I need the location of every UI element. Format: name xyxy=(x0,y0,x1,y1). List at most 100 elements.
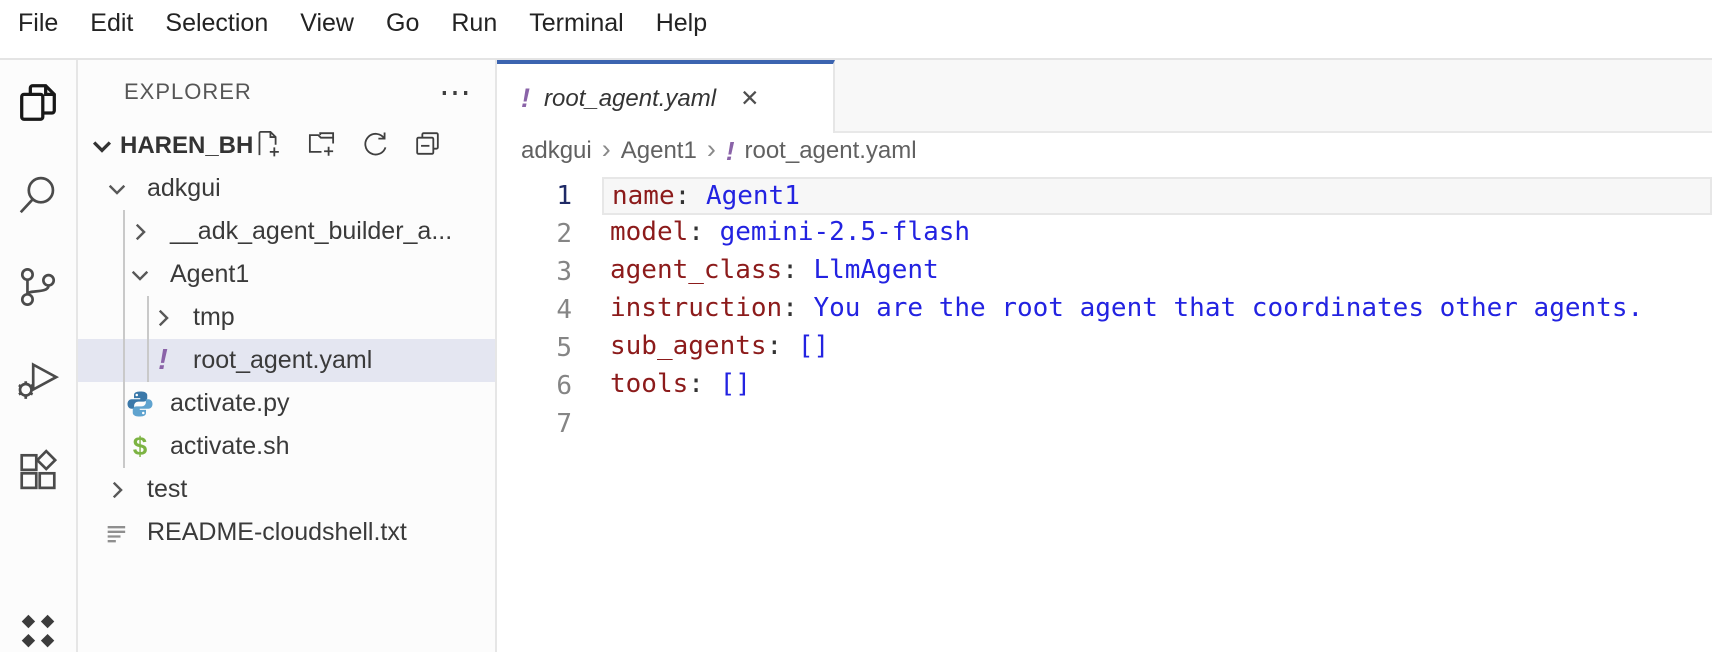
menu-help[interactable]: Help xyxy=(655,9,708,37)
code-line-content: model: gemini-2.5-flash xyxy=(602,215,1712,253)
code-line-7[interactable]: 7 xyxy=(497,405,1712,443)
yaml-colon: : xyxy=(782,255,814,285)
code-line-content: name: Agent1 xyxy=(602,177,1712,215)
activity-bar xyxy=(0,60,78,652)
yaml-value: You are the root agent that coordinates … xyxy=(813,293,1644,323)
code-line-2[interactable]: 2 model: gemini-2.5-flash xyxy=(497,215,1712,253)
breadcrumb-item-root-agent-yaml[interactable]: ! root_agent.yaml xyxy=(726,136,917,167)
chevron-right-icon xyxy=(100,473,134,507)
yaml-key: name xyxy=(612,181,675,211)
yaml-colon: : xyxy=(688,369,720,399)
sidebar-header: EXPLORER ⋯ xyxy=(78,60,495,124)
new-folder-button[interactable] xyxy=(306,128,337,164)
chevron-right-icon xyxy=(146,301,180,335)
run-debug-icon xyxy=(15,356,61,407)
yaml-value: gemini-2.5-flash xyxy=(719,217,971,247)
editor-group: ! root_agent.yaml ✕ adkgui›Agent1›!root_… xyxy=(497,60,1712,652)
yaml-value: [] xyxy=(797,331,830,361)
explorer-icon xyxy=(15,80,61,131)
code-line-content: sub_agents: [] xyxy=(602,329,1712,367)
search-icon xyxy=(15,172,61,223)
tree-item-label: __adk_agent_builder_a... xyxy=(170,217,453,245)
activity-gemini[interactable] xyxy=(14,611,62,652)
explorer-sidebar: EXPLORER ⋯ HAREN_BH xyxy=(78,60,497,652)
sidebar-title: EXPLORER xyxy=(124,79,252,104)
activity-source-control[interactable] xyxy=(14,265,62,313)
line-number[interactable]: 6 xyxy=(556,371,572,401)
code-line-5[interactable]: 5 sub_agents: [] xyxy=(497,329,1712,367)
tree-item-root-agent-yaml[interactable]: ! root_agent.yaml xyxy=(78,339,495,382)
tree-item-agent1[interactable]: Agent1 xyxy=(78,253,495,296)
explorer-actions xyxy=(253,128,443,164)
code-line-content xyxy=(602,405,1712,443)
source-control-icon xyxy=(15,264,61,315)
tree-item-label: tmp xyxy=(193,303,235,331)
breadcrumb-label: Agent1 xyxy=(620,137,697,164)
menu-edit[interactable]: Edit xyxy=(90,9,134,37)
code-line-1[interactable]: 1 name: Agent1 xyxy=(497,177,1712,215)
activity-explorer[interactable] xyxy=(14,81,62,129)
python-file-icon xyxy=(123,387,157,421)
yaml-colon: : xyxy=(766,331,798,361)
breadcrumb-item-adkgui[interactable]: adkgui xyxy=(521,137,592,165)
extensions-icon xyxy=(15,448,61,499)
yaml-file-icon: ! xyxy=(725,135,735,166)
menu-run[interactable]: Run xyxy=(451,9,498,37)
tree-item-tmp[interactable]: tmp xyxy=(78,296,495,339)
menu-view[interactable]: View xyxy=(300,9,354,37)
tree-item-label: test xyxy=(147,475,188,503)
menu-file[interactable]: File xyxy=(18,9,59,37)
yaml-colon: : xyxy=(674,181,706,211)
tree-item-label: activate.py xyxy=(170,389,290,417)
breadcrumb: adkgui›Agent1›!root_agent.yaml xyxy=(497,133,1712,169)
refresh-button[interactable] xyxy=(359,128,390,164)
yaml-file-icon: ! xyxy=(158,344,168,376)
yaml-key: model xyxy=(610,217,689,247)
code-line-4[interactable]: 4 instruction: You are the root agent tha… xyxy=(497,291,1712,329)
activity-extensions[interactable] xyxy=(14,448,62,499)
collapse-all-button[interactable] xyxy=(412,128,443,164)
tree-item-activate-sh[interactable]: $activate.sh xyxy=(78,425,495,468)
chevron-down-icon xyxy=(100,172,134,206)
code-line-content: instruction: You are the root agent that… xyxy=(602,291,1712,329)
indent-guide xyxy=(123,210,125,468)
yaml-value: Agent1 xyxy=(705,181,800,211)
menu-terminal[interactable]: Terminal xyxy=(529,9,624,37)
yaml-key: sub_agents xyxy=(610,331,767,361)
breadcrumb-label: root_agent.yaml xyxy=(744,137,917,164)
breadcrumb-item-agent1[interactable]: Agent1 xyxy=(621,137,697,165)
breadcrumb-label: adkgui xyxy=(521,137,592,164)
close-icon[interactable]: ✕ xyxy=(740,85,760,111)
tab-root-agent-yaml[interactable]: ! root_agent.yaml ✕ xyxy=(497,60,835,133)
tree-item-label: README-cloudshell.txt xyxy=(147,518,407,546)
activity-search[interactable] xyxy=(14,173,62,221)
tree-item-readme-cloudshell-txt[interactable]: README-cloudshell.txt xyxy=(78,511,495,554)
line-number[interactable]: 4 xyxy=(556,295,572,325)
yaml-value: LlmAgent xyxy=(813,255,939,285)
breadcrumb-separator: › xyxy=(601,134,611,164)
workspace-name: HAREN_BH xyxy=(120,131,254,159)
tree-item-adkgui[interactable]: adkgui xyxy=(78,167,495,210)
line-number[interactable]: 5 xyxy=(556,333,572,363)
tree-item--adk-agent-builder-a-[interactable]: __adk_agent_builder_a... xyxy=(78,210,495,253)
tree-item-label: root_agent.yaml xyxy=(193,346,373,374)
tree-item-test[interactable]: test xyxy=(78,468,495,511)
code-line-6[interactable]: 6 tools: [] xyxy=(497,367,1712,405)
new-file-button[interactable] xyxy=(253,128,284,164)
code-line-content: tools: [] xyxy=(602,367,1712,405)
yaml-key: instruction xyxy=(610,293,783,323)
line-number[interactable]: 3 xyxy=(556,257,572,287)
tree-item-label: adkgui xyxy=(147,174,221,202)
line-number[interactable]: 2 xyxy=(556,219,572,249)
tree-item-activate-py[interactable]: activate.py xyxy=(78,382,495,425)
workspace-root[interactable]: HAREN_BH xyxy=(78,124,495,167)
line-number[interactable]: 1 xyxy=(556,181,572,211)
menu-selection[interactable]: Selection xyxy=(165,9,269,37)
activity-run-debug[interactable] xyxy=(14,357,62,405)
menu-go[interactable]: Go xyxy=(386,9,420,37)
more-actions-button[interactable]: ⋯ xyxy=(439,74,471,110)
line-number[interactable]: 7 xyxy=(556,409,572,439)
text-file-icon xyxy=(100,516,134,550)
